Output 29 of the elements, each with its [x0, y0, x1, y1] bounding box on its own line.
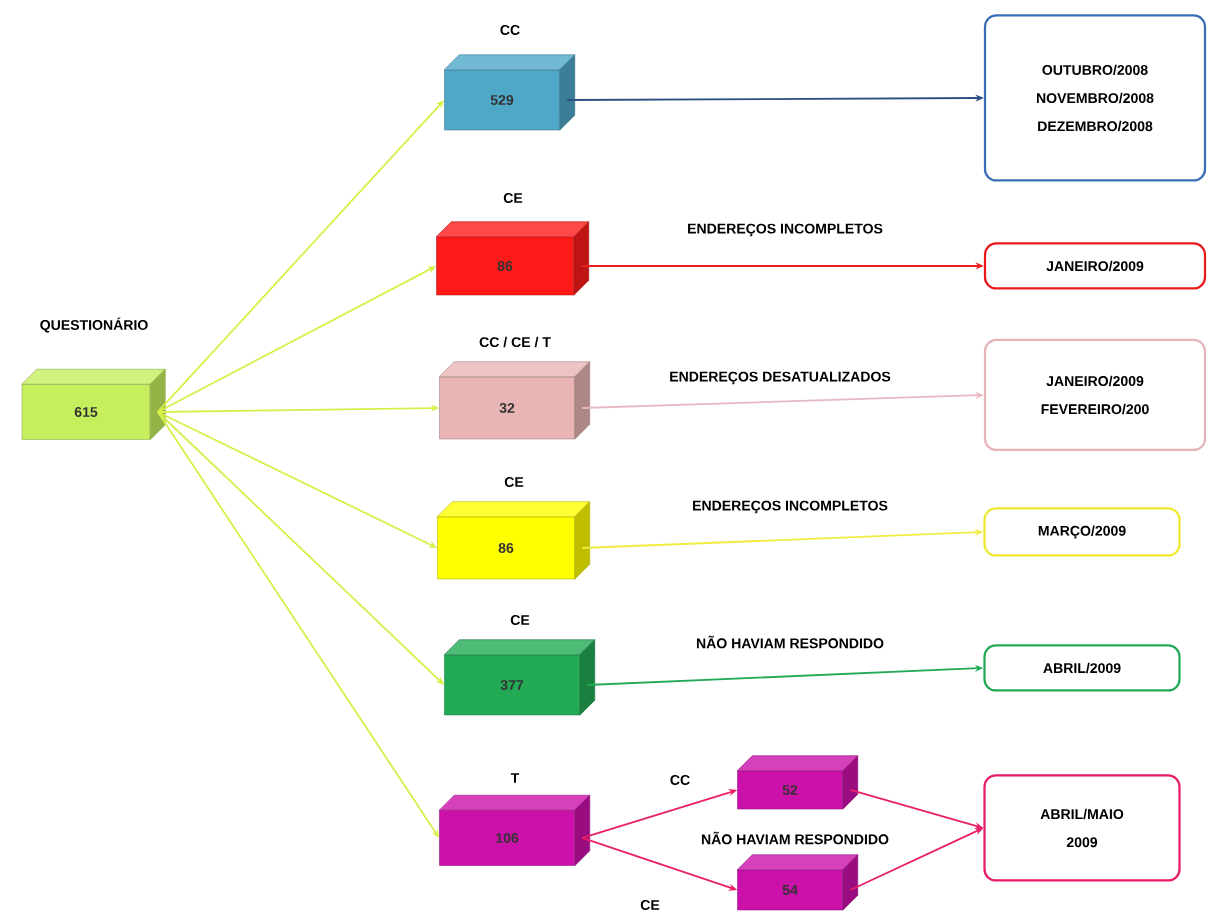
- box-heading: CC: [500, 25, 520, 35]
- date-box: ABRIL/MAIO 2009: [983, 774, 1181, 882]
- cube-box: 86: [436, 501, 591, 580]
- edge-label: CC: [670, 775, 690, 785]
- box-heading: CE: [503, 193, 523, 203]
- edge-label: ENDEREÇOS DESATUALIZADOS: [670, 371, 891, 385]
- cube-box: 54: [736, 854, 859, 911]
- cube-box: 32: [438, 361, 591, 440]
- box-heading: CC / CE / T: [479, 336, 551, 348]
- box-heading: CE: [504, 477, 524, 487]
- cube-box: 377: [443, 639, 596, 716]
- edge-label: NÃO HAVIAM RESPONDIDO: [696, 635, 884, 649]
- box-heading: T: [510, 773, 520, 783]
- edge-label: ENDEREÇOS INCOMPLETOS: [693, 500, 888, 514]
- date-box: MARÇO/2009: [983, 507, 1181, 557]
- date-box: OUTUBRO/2008 NOVEMBRO/2008 DEZEMBRO/2008: [983, 14, 1207, 182]
- cube-box: 52: [736, 755, 859, 810]
- date-box: JANEIRO/2009 FEVEREIRO/200: [983, 338, 1207, 452]
- date-box: JANEIRO/2009: [983, 242, 1207, 290]
- cube-box: 615: [21, 368, 166, 441]
- date-box: ABRIL/2009: [983, 644, 1181, 692]
- note-label: NÃO HAVIAM RESPONDIDO: [701, 831, 889, 845]
- box-heading: QUESTIONÁRIO: [40, 317, 148, 333]
- cube-box: 86: [435, 221, 590, 296]
- edge-label: CE: [640, 900, 660, 910]
- cube-box: 106: [438, 794, 591, 867]
- cube-box: 529: [443, 54, 576, 131]
- edge-label: ENDEREÇOS INCOMPLETOS: [688, 223, 883, 237]
- box-heading: CE: [510, 615, 530, 625]
